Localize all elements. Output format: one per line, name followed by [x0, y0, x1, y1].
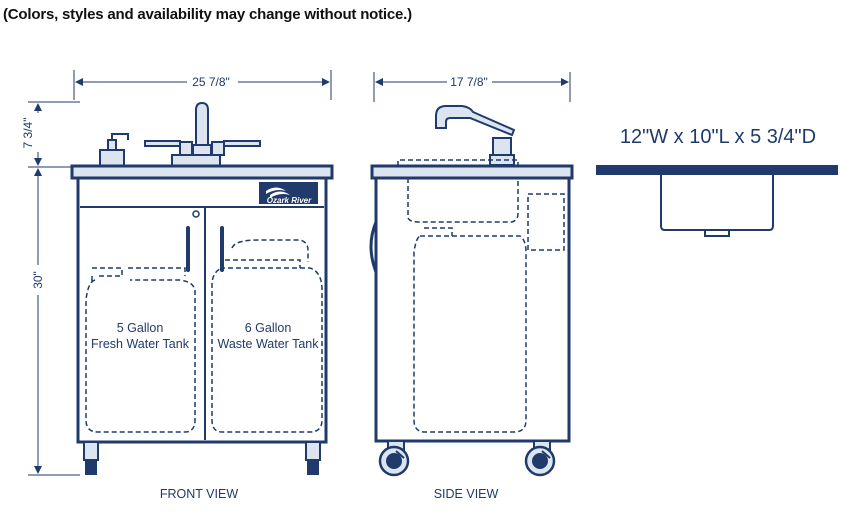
waste-tank-line2: Waste Water Tank: [218, 337, 320, 351]
cabinet-height-label: 30": [31, 271, 45, 289]
side-basin-outline: [397, 159, 519, 166]
waste-water-tank: [211, 239, 323, 433]
fresh-tank-line1: 5 Gallon: [117, 321, 164, 335]
waste-tank-line1: 6 Gallon: [245, 321, 292, 335]
side-tank: [413, 235, 527, 433]
front-casters: [83, 441, 321, 475]
faucet-height-label: 7 3/4": [21, 118, 35, 149]
availability-note: (Colors, styles and availability may cha…: [3, 6, 412, 23]
fresh-water-tank: [85, 267, 196, 433]
front-view-caption: FRONT VIEW: [160, 487, 238, 501]
front-cabinet: [76, 176, 328, 444]
side-cabinet: [374, 176, 571, 443]
front-view: [28, 70, 334, 476]
side-casters: [378, 440, 556, 477]
side-view-caption: SIDE VIEW: [434, 487, 499, 501]
faucet: [144, 101, 261, 167]
front-width-label: 25 7/8": [192, 75, 230, 89]
ozark-river-logo: [259, 182, 318, 204]
door-lock: [192, 210, 200, 218]
front-countertop: [70, 164, 334, 180]
soap-pump: [99, 133, 129, 167]
fresh-tank-line2: Fresh Water Tank: [91, 337, 190, 351]
side-depth-label: 17 7/8": [450, 75, 488, 89]
basin-section: [596, 165, 838, 237]
logo-text: Ozark River: [267, 196, 312, 205]
side-faucet: [435, 105, 516, 166]
basin-spec: 12"W x 10"L x 5 3/4"D: [620, 126, 816, 148]
side-handle: [369, 221, 378, 273]
side-view: [369, 72, 574, 477]
side-valve-box: [527, 193, 565, 251]
side-countertop: [370, 164, 574, 180]
